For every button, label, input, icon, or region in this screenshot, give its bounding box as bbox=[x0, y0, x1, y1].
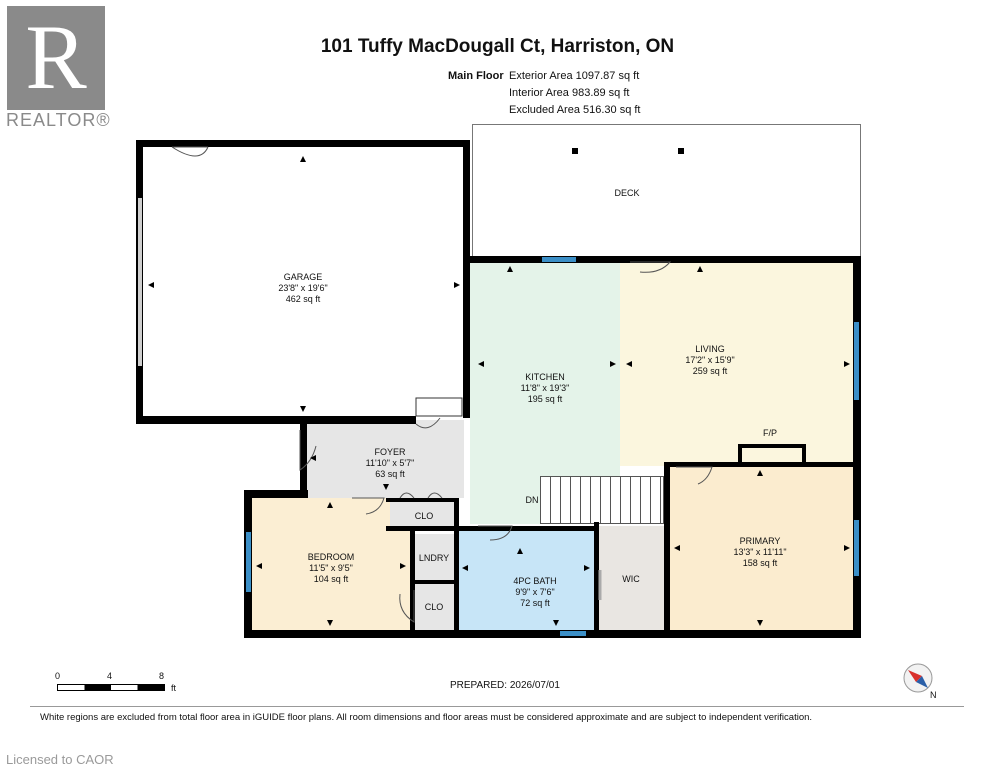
realtor-r-icon: R bbox=[25, 6, 87, 108]
floor-label: Main Floor bbox=[448, 70, 504, 82]
licensed-text: Licensed to CAOR bbox=[6, 752, 114, 767]
scale-tick-0: 0 bbox=[55, 671, 61, 681]
foyer-label: FOYER 11'10" x 5'7" 63 sq ft bbox=[366, 447, 415, 480]
garage-area bbox=[142, 146, 464, 416]
living-area bbox=[620, 262, 854, 466]
prepared-date: PREPARED: 2026/07/01 bbox=[450, 680, 560, 691]
fireplace-label: F/P bbox=[762, 428, 778, 438]
bedroom-label: BEDROOM 11'5" x 9'5" 104 sq ft bbox=[308, 552, 355, 585]
east-wall bbox=[853, 256, 861, 638]
realtor-logo-text: REALTOR® bbox=[6, 110, 111, 130]
exterior-area: Exterior Area 1097.87 sq ft bbox=[509, 70, 640, 82]
garage-wall-right bbox=[463, 140, 470, 418]
lndry-wall-bottom bbox=[414, 580, 456, 584]
page-title: 101 Tuffy MacDougall Ct, Harriston, ON bbox=[320, 36, 675, 57]
bedroom-name: BEDROOM bbox=[307, 552, 355, 562]
realtor-logo: R bbox=[7, 6, 105, 110]
living-dims: 17'2" x 15'9" bbox=[685, 355, 735, 365]
living-label: LIVING 17'2" x 15'9" 259 sq ft bbox=[685, 344, 734, 377]
bedroom-window bbox=[246, 532, 251, 592]
kitchen-wall-top bbox=[463, 256, 861, 263]
closet-wall-right bbox=[454, 498, 459, 632]
bedroom-wall-top bbox=[244, 490, 308, 498]
garage-area-text: 462 sq ft bbox=[285, 294, 321, 304]
closet-1-label: CLO bbox=[414, 511, 434, 521]
bath-name: 4PC BATH bbox=[513, 576, 557, 586]
foyer-dims: 11'10" x 5'7" bbox=[365, 458, 415, 468]
bath-label: 4PC BATH 9'9" x 7'6" 72 sq ft bbox=[513, 576, 556, 609]
compass-icon bbox=[902, 662, 936, 696]
scale-tick-8: 8 bbox=[159, 671, 165, 681]
bath-wall-right bbox=[594, 522, 599, 632]
primary-area-text: 158 sq ft bbox=[742, 558, 778, 568]
bedroom-dims: 11'5" x 9'5" bbox=[309, 563, 353, 573]
garage-window bbox=[138, 198, 142, 366]
footer-disclaimer: White regions are excluded from total fl… bbox=[40, 712, 813, 723]
wic-area bbox=[598, 526, 664, 630]
bedroom-wall-right bbox=[410, 528, 415, 632]
garage-wall-bottom bbox=[136, 416, 416, 424]
clo1-area bbox=[390, 498, 456, 528]
footer-divider bbox=[30, 706, 964, 707]
kitchen-area-text: 195 sq ft bbox=[527, 394, 563, 404]
garage-label: GARAGE 23'8" x 19'6" 462 sq ft bbox=[278, 272, 327, 305]
bath-window bbox=[560, 631, 586, 636]
bath-area bbox=[458, 526, 594, 630]
primary-label: PRIMARY 13'3" x 11'11" 158 sq ft bbox=[733, 536, 786, 569]
living-window bbox=[854, 322, 859, 400]
foyer-wall-left bbox=[300, 424, 307, 498]
wic-label: WIC bbox=[622, 574, 640, 584]
bedroom-area bbox=[252, 498, 412, 630]
primary-window bbox=[854, 520, 859, 576]
deck-label: DECK bbox=[614, 188, 640, 198]
excluded-area: Excluded Area 516.30 sq ft bbox=[509, 104, 641, 116]
svg-text:R: R bbox=[25, 6, 87, 108]
kitchen-dims: 11'8" x 19'3" bbox=[520, 383, 570, 393]
interior-area: Interior Area 983.89 sq ft bbox=[509, 87, 630, 99]
closet-wall-top bbox=[386, 498, 456, 502]
scale-tick-4: 4 bbox=[107, 671, 113, 681]
foyer-area-text: 63 sq ft bbox=[375, 469, 405, 479]
garage-wall-top bbox=[136, 140, 470, 147]
lndry-area bbox=[414, 534, 454, 580]
closet-2-label: CLO bbox=[424, 602, 444, 612]
fireplace-wall bbox=[738, 444, 806, 466]
kitchen-window bbox=[542, 257, 576, 262]
wic-wall-right bbox=[664, 462, 670, 632]
laundry-label: LNDRY bbox=[418, 553, 450, 563]
closet-wall-bottom bbox=[386, 526, 598, 531]
bath-area-text: 72 sq ft bbox=[520, 598, 550, 608]
primary-name: PRIMARY bbox=[739, 536, 781, 546]
compass-north-label: N bbox=[930, 690, 937, 700]
primary-area bbox=[668, 466, 854, 630]
bedroom-area-text: 104 sq ft bbox=[313, 574, 349, 584]
primary-dims: 13'3" x 11'11" bbox=[733, 547, 787, 557]
living-area-text: 259 sq ft bbox=[692, 366, 728, 376]
foyer-area bbox=[302, 420, 464, 498]
clo2-area bbox=[414, 584, 454, 630]
garage-name: GARAGE bbox=[283, 272, 323, 282]
scale-unit: ft bbox=[171, 683, 177, 693]
primary-wall-top bbox=[664, 462, 856, 467]
garage-dims: 23'8" x 19'6" bbox=[278, 283, 328, 293]
foyer-name: FOYER bbox=[374, 447, 406, 457]
stairs-area bbox=[540, 476, 664, 524]
living-name: LIVING bbox=[695, 344, 725, 354]
kitchen-name: KITCHEN bbox=[525, 372, 565, 382]
scale-bar bbox=[57, 684, 165, 691]
deck-area bbox=[472, 124, 861, 260]
kitchen-label: KITCHEN 11'8" x 19'3" 195 sq ft bbox=[521, 372, 570, 405]
bath-dims: 9'9" x 7'6" bbox=[515, 587, 555, 597]
south-wall bbox=[244, 630, 861, 638]
stairs-down-label: DN bbox=[525, 495, 539, 505]
